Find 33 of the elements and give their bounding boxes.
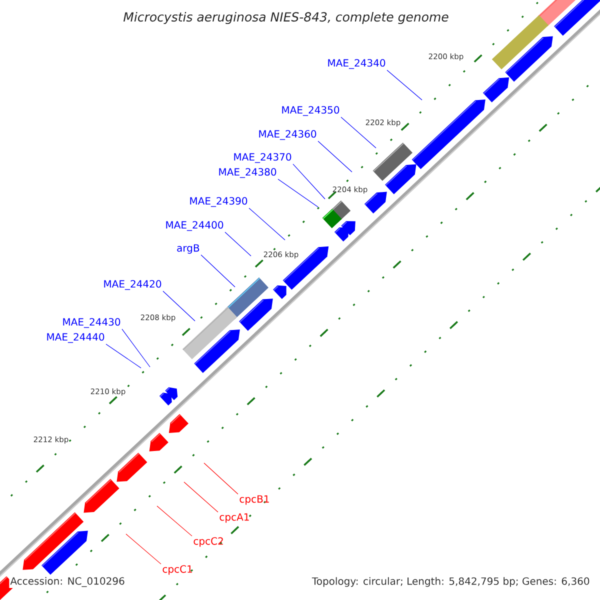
accession-text: Accession: NC_010296 [9,576,126,588]
gene-label: MAE_24440 [47,333,104,343]
gene-label: MAE_24400 [166,221,224,231]
gene-label: MAE_24360 [259,130,316,140]
leader-line [318,140,352,172]
gene-label: cpcA1 [220,513,249,523]
gene-label: MAE_24390 [190,197,248,207]
gene-label: MAE_24430 [63,318,120,328]
genome-info-text: Topology: circular; Length: 5,842,795 bp; Genes: 6,360 [310,576,591,588]
leader-line [106,344,142,368]
leader-line [184,482,218,512]
leader-line [340,116,376,148]
title: Microcystis aeruginosa NIES-843, complete genome [123,12,448,24]
gene-label: MAE_24340 [328,59,386,69]
leader-line [278,178,318,208]
gene-label: cpcB1 [240,495,269,505]
gene-label: cpcC1 [162,565,192,575]
leader-line [126,534,162,564]
gene-label: MAE_24420 [104,280,162,290]
leader-line [386,70,422,100]
gene-label: MAE_24380 [219,168,276,178]
gene-label: argB [177,244,200,254]
gene-label: MAE_24370 [234,153,292,163]
leader-line [248,208,286,240]
leader-line [204,462,238,494]
leader-line [200,254,236,288]
leader-line [162,290,196,322]
gene-label: cpcC2 [194,537,223,547]
gene-label: MAE_24350 [282,106,340,116]
leader-line [122,328,150,368]
leader-line [156,506,192,536]
leader-line [292,164,326,200]
leader-line [224,232,252,256]
